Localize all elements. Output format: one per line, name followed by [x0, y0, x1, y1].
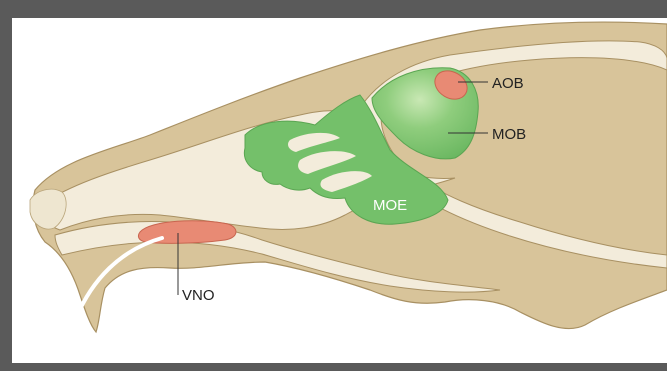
moe-label: MOE — [373, 197, 407, 214]
mob-label: MOB — [492, 126, 526, 143]
vno-label: VNO — [182, 287, 215, 304]
aob-label: AOB — [492, 75, 524, 92]
